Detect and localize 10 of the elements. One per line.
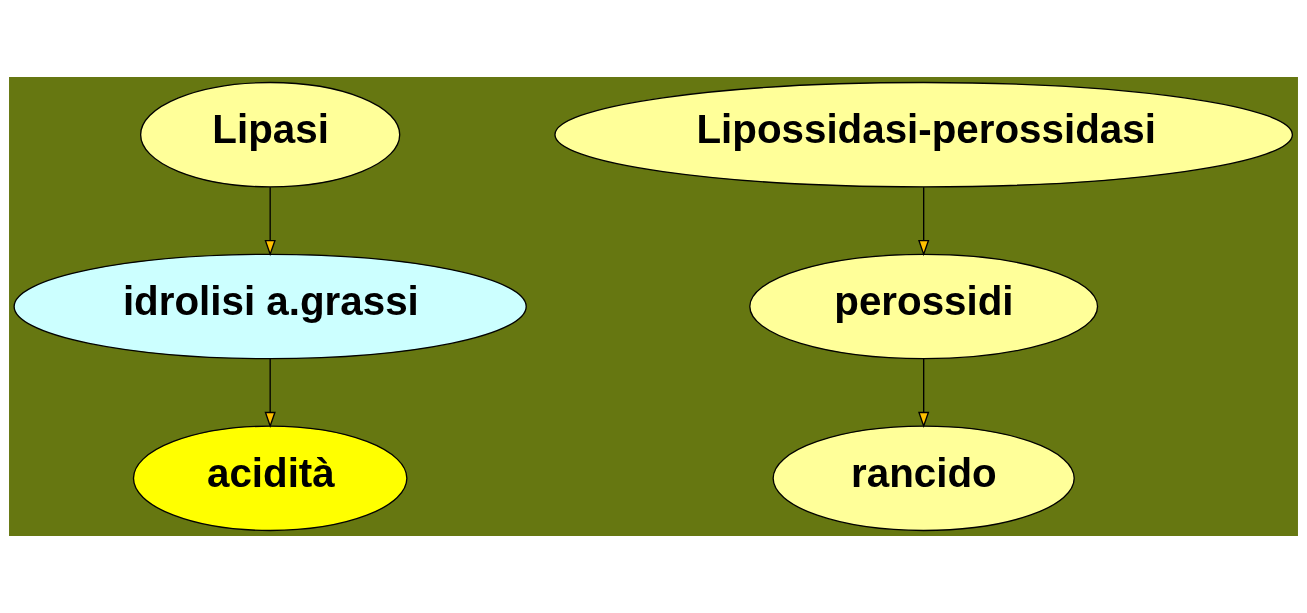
node-ellipse: Lipossidasi-perossidasi <box>554 81 1294 188</box>
arrow <box>918 358 930 428</box>
node-ellipse: perossidi <box>749 253 1099 360</box>
node-ellipse: acidità <box>132 425 408 532</box>
node-ellipse: rancido <box>772 425 1075 532</box>
node-ellipse: idrolisi a.grassi <box>13 253 527 360</box>
node-ellipse: Lipasi <box>139 81 401 188</box>
arrow <box>918 186 930 257</box>
arrow <box>264 358 276 428</box>
arrow <box>264 186 276 257</box>
